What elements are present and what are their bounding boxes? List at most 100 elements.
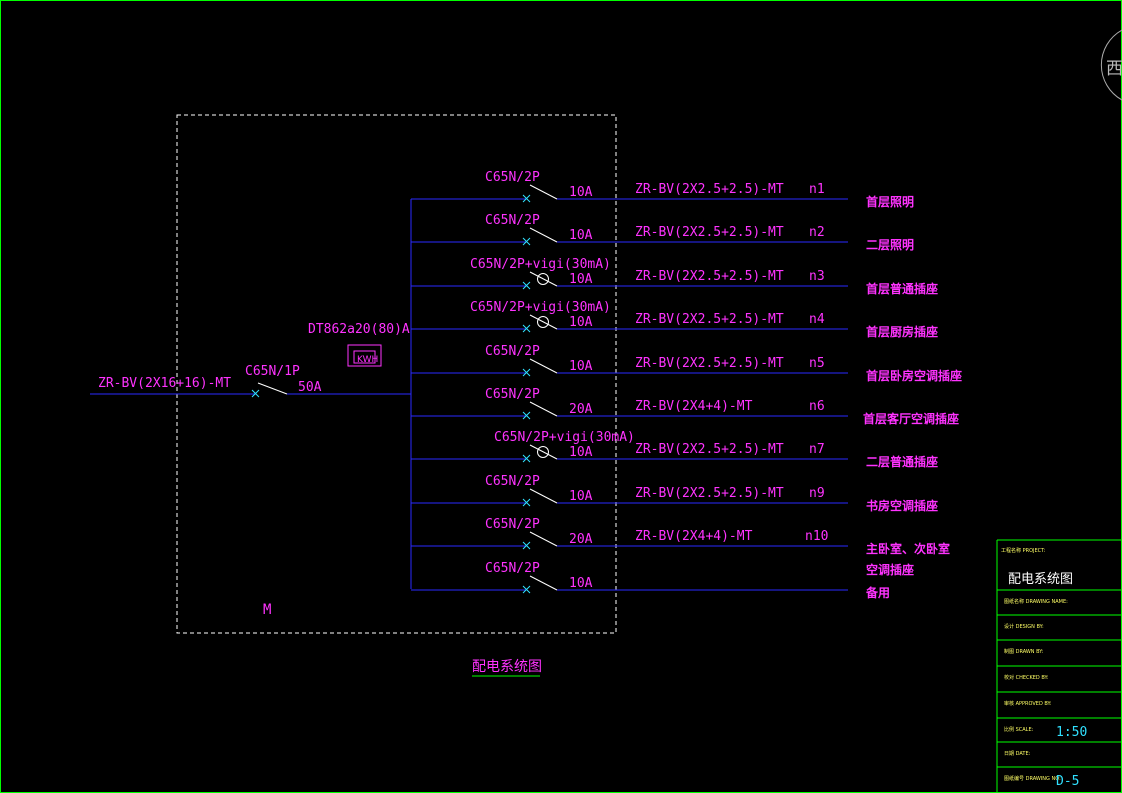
title-block-label: 图纸名称 DRAWING NAME: bbox=[1004, 598, 1068, 605]
title-block-row: 校对 CHECKED BY: bbox=[997, 665, 1122, 681]
title-block-row: 图纸编号 DRAWING NO:D-5 bbox=[997, 766, 1122, 789]
circuit-load: 首层卧房空调插座 bbox=[866, 368, 962, 383]
circuit-rating: 10A bbox=[569, 359, 593, 374]
circuit-breaker: C65N/2P bbox=[485, 170, 540, 185]
breaker-switch bbox=[529, 358, 558, 374]
breaker-switch bbox=[529, 575, 558, 591]
title-block-drawing-title: 配电系统图 bbox=[1008, 572, 1073, 587]
rcd-symbol bbox=[537, 446, 549, 458]
circuit-3: C65N/2P+vigi(30mA)10A ZR-BV(2X2.5+2.5)-MT… bbox=[411, 257, 938, 296]
circuit-cable: ZR-BV(2X2.5+2.5)-MT bbox=[635, 182, 784, 197]
circuit-id: n5 bbox=[809, 356, 825, 371]
circuit-cable: ZR-BV(2X2.5+2.5)-MT bbox=[635, 225, 784, 240]
breaker-cross bbox=[522, 411, 531, 420]
corner-arc bbox=[1100, 29, 1122, 101]
circuit-rating: 10A bbox=[569, 315, 593, 330]
breaker-cross bbox=[522, 324, 531, 333]
incoming-cable: ZR-BV(2X16+16)-MT bbox=[98, 376, 231, 391]
circuit-load: 首层普通插座 bbox=[866, 281, 938, 296]
circuit-id: n3 bbox=[809, 269, 825, 284]
circuit-rating: 10A bbox=[569, 228, 593, 243]
title-block-label: 比例 SCALE: bbox=[1004, 726, 1034, 733]
title-block-row: 日期 DATE: bbox=[997, 741, 1122, 757]
title-block-value: 1:50 bbox=[1056, 725, 1087, 740]
meter-symbol bbox=[347, 344, 382, 367]
circuit-6: C65N/2P 20A ZR-BV(2X4+4)-MT n6 首层客厅空调插座 bbox=[411, 387, 959, 426]
breaker-cross bbox=[522, 368, 531, 377]
circuit-cable: ZR-BV(2X2.5+2.5)-MT bbox=[635, 442, 784, 457]
title-block-value: D-5 bbox=[1056, 774, 1079, 789]
meter-inner bbox=[353, 350, 376, 364]
circuit-id: n1 bbox=[809, 182, 825, 197]
circuit-rating: 20A bbox=[569, 402, 593, 417]
breaker-cross bbox=[522, 498, 531, 507]
circuit-cable: ZR-BV(2X2.5+2.5)-MT bbox=[635, 269, 784, 284]
circuit-load: 首层客厅空调插座 bbox=[863, 411, 959, 426]
circuit-rating: 10A bbox=[569, 445, 593, 460]
rcd-symbol bbox=[537, 273, 549, 285]
breaker-switch bbox=[529, 227, 558, 243]
circuit-breaker: C65N/2P+vigi(30mA) bbox=[494, 430, 635, 445]
circuit-cable: ZR-BV(2X4+4)-MT bbox=[635, 399, 753, 414]
circuit-cable: ZR-BV(2X2.5+2.5)-MT bbox=[635, 486, 784, 501]
meter-model: DT862a20(80)A bbox=[308, 322, 410, 337]
circuit-2: C65N/2P 10A ZR-BV(2X2.5+2.5)-MT n2 二层照明 bbox=[411, 213, 914, 252]
circuit-rating: 10A bbox=[569, 185, 593, 200]
circuit-rating: 10A bbox=[569, 272, 593, 287]
circuit-rating: 10A bbox=[569, 489, 593, 504]
circuit-load: 首层厨房插座 bbox=[866, 324, 938, 339]
circuit-breaker: C65N/2P bbox=[485, 474, 540, 489]
circuit-breaker: C65N/2P bbox=[485, 517, 540, 532]
rcd-symbol bbox=[537, 316, 549, 328]
breaker-switch bbox=[529, 444, 558, 460]
circuit-id: n9 bbox=[809, 486, 825, 501]
circuit-breaker: C65N/2P bbox=[485, 387, 540, 402]
circuit-id: n7 bbox=[809, 442, 825, 457]
circuit-breaker: C65N/2P bbox=[485, 213, 540, 228]
breaker-cross bbox=[522, 454, 531, 463]
circuit-breaker: C65N/2P+vigi(30mA) bbox=[470, 300, 611, 315]
breaker-cross bbox=[522, 194, 531, 203]
circuit-cable: ZR-BV(2X2.5+2.5)-MT bbox=[635, 356, 784, 371]
title-block-row: 制图 DRAWN BY: bbox=[997, 639, 1122, 655]
breaker-switch bbox=[529, 488, 558, 504]
incoming-breaker-switch bbox=[257, 382, 288, 395]
breaker-switch bbox=[529, 271, 558, 287]
circuit-load: 备用 bbox=[865, 585, 890, 600]
title-block-label: 制图 DRAWN BY: bbox=[1004, 648, 1044, 655]
breaker-switch bbox=[529, 184, 558, 200]
breaker-switch bbox=[529, 314, 558, 330]
circuit-rating: 10A bbox=[569, 576, 593, 591]
breaker-switch bbox=[529, 531, 558, 547]
breaker-cross bbox=[522, 541, 531, 550]
circuit-rating: 20A bbox=[569, 532, 593, 547]
circuit-id: n10 bbox=[805, 529, 828, 544]
title-block-row: 图纸名称 DRAWING NAME: bbox=[997, 589, 1122, 605]
circuit-load: 二层普通插座 bbox=[866, 454, 938, 469]
circuit-breaker: C65N/2P bbox=[485, 344, 540, 359]
diagram-caption: 配电系统图 bbox=[472, 659, 542, 675]
circuit-cable: ZR-BV(2X4+4)-MT bbox=[635, 529, 753, 544]
title-block-label: 图纸编号 DRAWING NO: bbox=[1004, 775, 1061, 782]
title-block-row: 设计 DESIGN BY: bbox=[997, 614, 1122, 630]
side-label: 西 bbox=[1106, 59, 1122, 79]
incoming-breaker-cross bbox=[251, 389, 260, 398]
circuit-breaker: C65N/2P+vigi(30mA) bbox=[470, 257, 611, 272]
breaker-cross bbox=[522, 281, 531, 290]
incoming-breaker: C65N/1P bbox=[245, 364, 300, 379]
title-block-label: 校对 CHECKED BY: bbox=[1004, 674, 1049, 681]
title-block-label: 审核 APPROVED BY: bbox=[1004, 700, 1052, 707]
circuit-load: 二层照明 bbox=[866, 237, 914, 252]
circuit-load-line2: 空调插座 bbox=[866, 562, 914, 577]
meter-label: KWH bbox=[357, 355, 378, 365]
circuit-id: n6 bbox=[809, 399, 825, 414]
circuit-id: n2 bbox=[809, 225, 825, 240]
title-block: 工程名称 PROJECT: 配电系统图 图纸名称 DRAWING NAME:设计… bbox=[996, 539, 1122, 793]
